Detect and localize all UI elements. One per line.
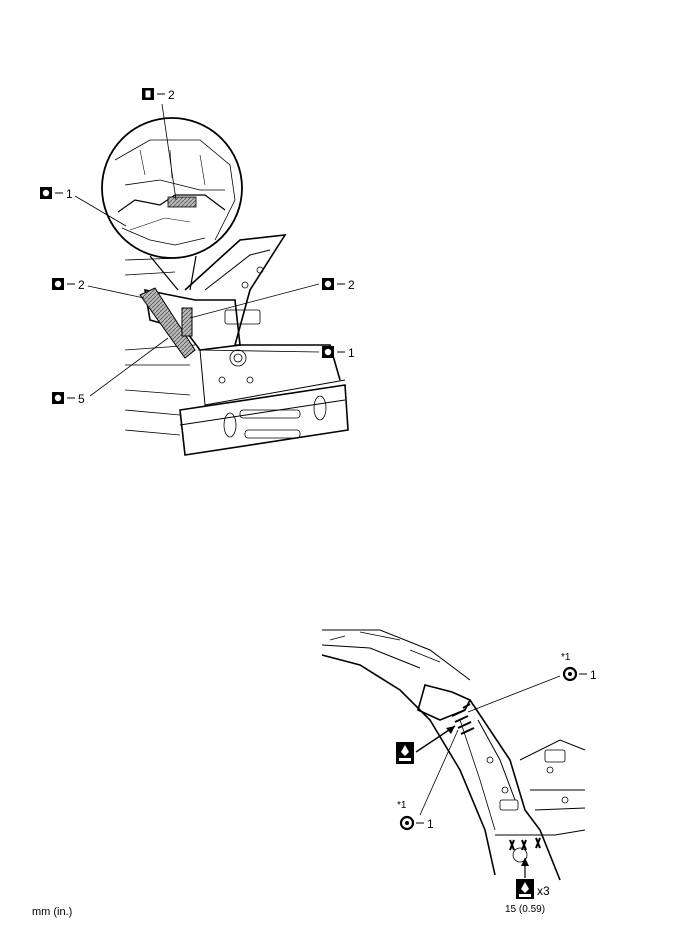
callout-o-5-number: 5 [78,392,85,406]
weld-count-label: x3 [537,884,550,898]
callout-o-1-right: 1 [197,346,355,360]
weld-icon-left [396,725,456,764]
callout-o-1-upper-number: 1 [66,187,73,201]
callout-target-bottom: *1 1 [397,729,459,831]
weld-icon-bottom: x3 15 (0.59) [505,858,550,915]
callout-target-top-number: 1 [590,668,597,682]
callout-i-2-number: 2 [168,88,175,102]
upper-illustration [101,117,349,456]
callout-o-5: 5 [52,337,169,406]
callout-o-2-left-number: 2 [78,278,85,292]
callout-o-2-right-number: 2 [348,278,355,292]
callout-target-top-star: *1 [561,652,571,663]
callout-o-2-left: 2 [52,278,145,299]
weld-marks [451,703,541,851]
callout-target-top: *1 1 [467,652,597,713]
callout-o-1-right-number: 1 [348,346,355,360]
units-note: mm (in.) [32,906,73,918]
magnified-detail [101,117,243,259]
callout-o-2-right: 2 [189,278,355,319]
callout-o-1-upper: 1 [40,187,127,227]
callout-target-bottom-star: *1 [397,800,407,811]
weld-spacing-label: 15 (0.59) [505,904,545,915]
pillar-assembly [124,234,349,456]
callout-i-2: 2 [142,88,177,201]
lower-illustration [321,629,586,881]
callout-target-bottom-number: 1 [427,817,434,831]
